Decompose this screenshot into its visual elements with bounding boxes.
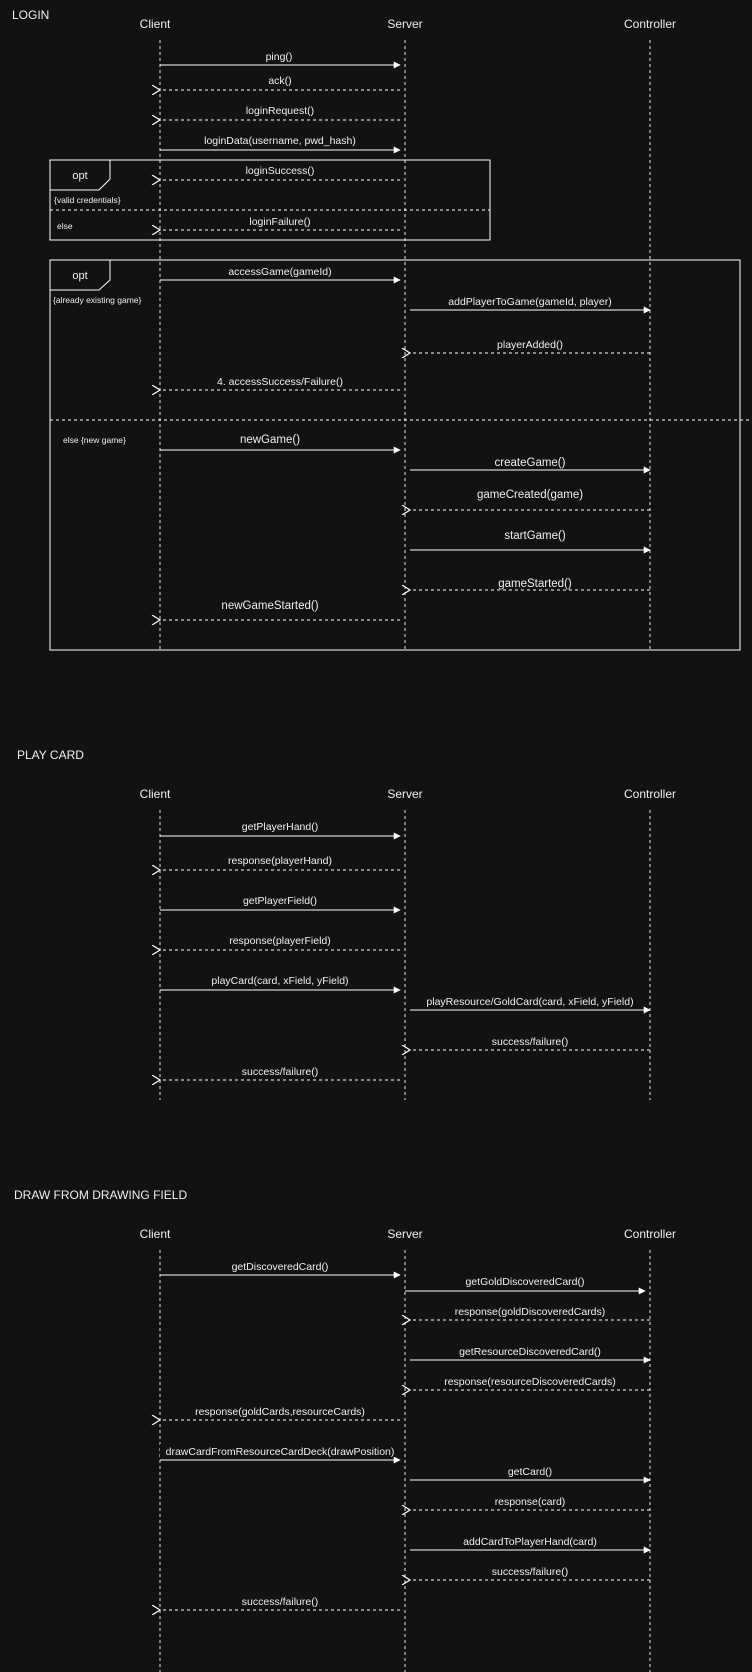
message-success-failure-controller: success/failure() — [410, 1036, 650, 1050]
participant-client: Client — [140, 17, 171, 31]
message-label: response(goldDiscoveredCards) — [455, 1306, 606, 1318]
message-login-failure: loginFailure() — [160, 216, 400, 230]
frame-guard: {already existing game} — [53, 295, 142, 305]
message-play-card: playCard(card, xField, yField) — [160, 975, 401, 994]
message-label: accessGame(gameId) — [228, 266, 331, 278]
message-label: response(card) — [495, 1496, 566, 1508]
message-response-resource-discovered-cards: response(resourceDiscoveredCards) — [410, 1376, 650, 1390]
message-draw-card-from-resource-deck: drawCardFromResourceCardDeck(drawPositio… — [160, 1444, 401, 1464]
message-label: 4. accessSuccess/Failure() — [217, 376, 343, 388]
participant-client: Client — [140, 787, 171, 801]
message-label: startGame() — [504, 530, 566, 542]
message-response-gold-resource-cards: response(goldCards,resourceCards) — [160, 1406, 400, 1420]
message-get-resource-discovered-card: getResourceDiscoveredCard() — [410, 1346, 651, 1364]
message-label: createGame() — [495, 457, 566, 469]
message-create-game: createGame() — [410, 457, 651, 474]
message-get-card: getCard() — [410, 1466, 651, 1484]
opt-frame-existing-game: opt {already existing game} else {new ga… — [49, 259, 750, 651]
message-label: getResourceDiscoveredCard() — [459, 1346, 601, 1358]
section-title-draw: DRAW FROM DRAWING FIELD — [14, 1188, 187, 1202]
message-ack: ack() — [160, 75, 400, 90]
section-title-play-card: PLAY CARD — [17, 748, 84, 762]
message-label: addPlayerToGame(gameId, player) — [448, 296, 611, 308]
message-label: playCard(card, xField, yField) — [211, 975, 348, 987]
message-player-added: playerAdded() — [410, 339, 650, 353]
message-label: newGame() — [240, 434, 300, 446]
participant-controller: Controller — [624, 17, 676, 31]
message-label: gameCreated(game) — [477, 489, 583, 501]
message-login-success: loginSuccess() — [160, 165, 400, 180]
message-add-player-to-game: addPlayerToGame(gameId, player) — [410, 294, 651, 314]
message-response-card: response(card) — [410, 1496, 650, 1510]
message-get-player-field: getPlayerField() — [160, 895, 401, 914]
message-label: success/failure() — [242, 1066, 318, 1078]
participant-server: Server — [387, 787, 422, 801]
opt-frame-valid-credentials: opt {valid credentials} else — [49, 159, 491, 241]
message-access-game: accessGame(gameId) — [160, 266, 401, 284]
frame-else: else — [57, 221, 73, 231]
message-game-started: gameStarted() — [410, 578, 650, 590]
message-label: addCardToPlayerHand(card) — [463, 1536, 597, 1548]
message-label: getPlayerHand() — [242, 821, 318, 833]
message-label: success/failure() — [242, 1596, 318, 1608]
message-ping: ping() — [160, 51, 401, 69]
message-get-player-hand: getPlayerHand() — [160, 821, 401, 840]
message-label: loginFailure() — [249, 216, 310, 228]
frame-tag: opt — [72, 270, 87, 282]
message-success-failure-controller: success/failure() — [410, 1566, 650, 1580]
message-access-success-failure: 4. accessSuccess/Failure() — [160, 376, 400, 390]
message-label: ping() — [266, 51, 293, 63]
message-get-discovered-card: getDiscoveredCard() — [160, 1261, 401, 1279]
message-label: response(playerField) — [229, 935, 331, 947]
message-play-resource-gold-card: playResource/GoldCard(card, xField, yFie… — [410, 994, 651, 1014]
message-label: getCard() — [508, 1466, 552, 1478]
message-label: getDiscoveredCard() — [232, 1261, 329, 1273]
participant-server: Server — [387, 1227, 422, 1241]
message-game-created: gameCreated(game) — [410, 489, 650, 510]
message-new-game: newGame() — [160, 434, 401, 454]
message-response-player-field: response(playerField) — [160, 935, 400, 950]
message-label: ack() — [268, 75, 291, 87]
message-success-failure-server: success/failure() — [160, 1066, 400, 1080]
participant-controller: Controller — [624, 787, 676, 801]
message-label: getGoldDiscoveredCard() — [465, 1276, 584, 1288]
message-new-game-started: newGameStarted() — [160, 600, 400, 620]
message-add-card-to-player-hand: addCardToPlayerHand(card) — [410, 1536, 651, 1554]
message-label: drawCardFromResourceCardDeck(drawPositio… — [166, 1446, 395, 1458]
message-login-data: loginData(username, pwd_hash) — [160, 135, 401, 154]
message-get-gold-discovered-card: getGoldDiscoveredCard() — [405, 1276, 646, 1295]
message-success-failure-server: success/failure() — [160, 1596, 400, 1610]
message-label: gameStarted() — [498, 578, 572, 590]
message-label: response(goldCards,resourceCards) — [195, 1406, 365, 1418]
frame-else: else {new game} — [63, 435, 126, 445]
frame-guard: {valid credentials} — [54, 195, 121, 205]
message-label: response(playerHand) — [228, 855, 332, 867]
participant-client: Client — [140, 1227, 171, 1241]
message-label: loginSuccess() — [246, 165, 315, 177]
message-login-request: loginRequest() — [160, 105, 400, 120]
frame-tag: opt — [72, 170, 87, 182]
message-label: response(resourceDiscoveredCards) — [444, 1376, 616, 1388]
message-response-gold-discovered-cards: response(goldDiscoveredCards) — [410, 1306, 650, 1320]
message-label: success/failure() — [492, 1566, 568, 1578]
participant-server: Server — [387, 17, 422, 31]
message-label: playerAdded() — [497, 339, 563, 351]
message-label: playResource/GoldCard(card, xField, yFie… — [426, 996, 633, 1008]
message-label: success/failure() — [492, 1036, 568, 1048]
section-title-login: LOGIN — [12, 8, 49, 22]
message-start-game: startGame() — [410, 530, 651, 554]
message-label: loginRequest() — [246, 105, 314, 117]
participant-controller: Controller — [624, 1227, 676, 1241]
message-label: getPlayerField() — [243, 895, 317, 907]
message-label: loginData(username, pwd_hash) — [204, 135, 356, 147]
message-label: newGameStarted() — [221, 600, 318, 612]
message-response-player-hand: response(playerHand) — [160, 855, 400, 870]
